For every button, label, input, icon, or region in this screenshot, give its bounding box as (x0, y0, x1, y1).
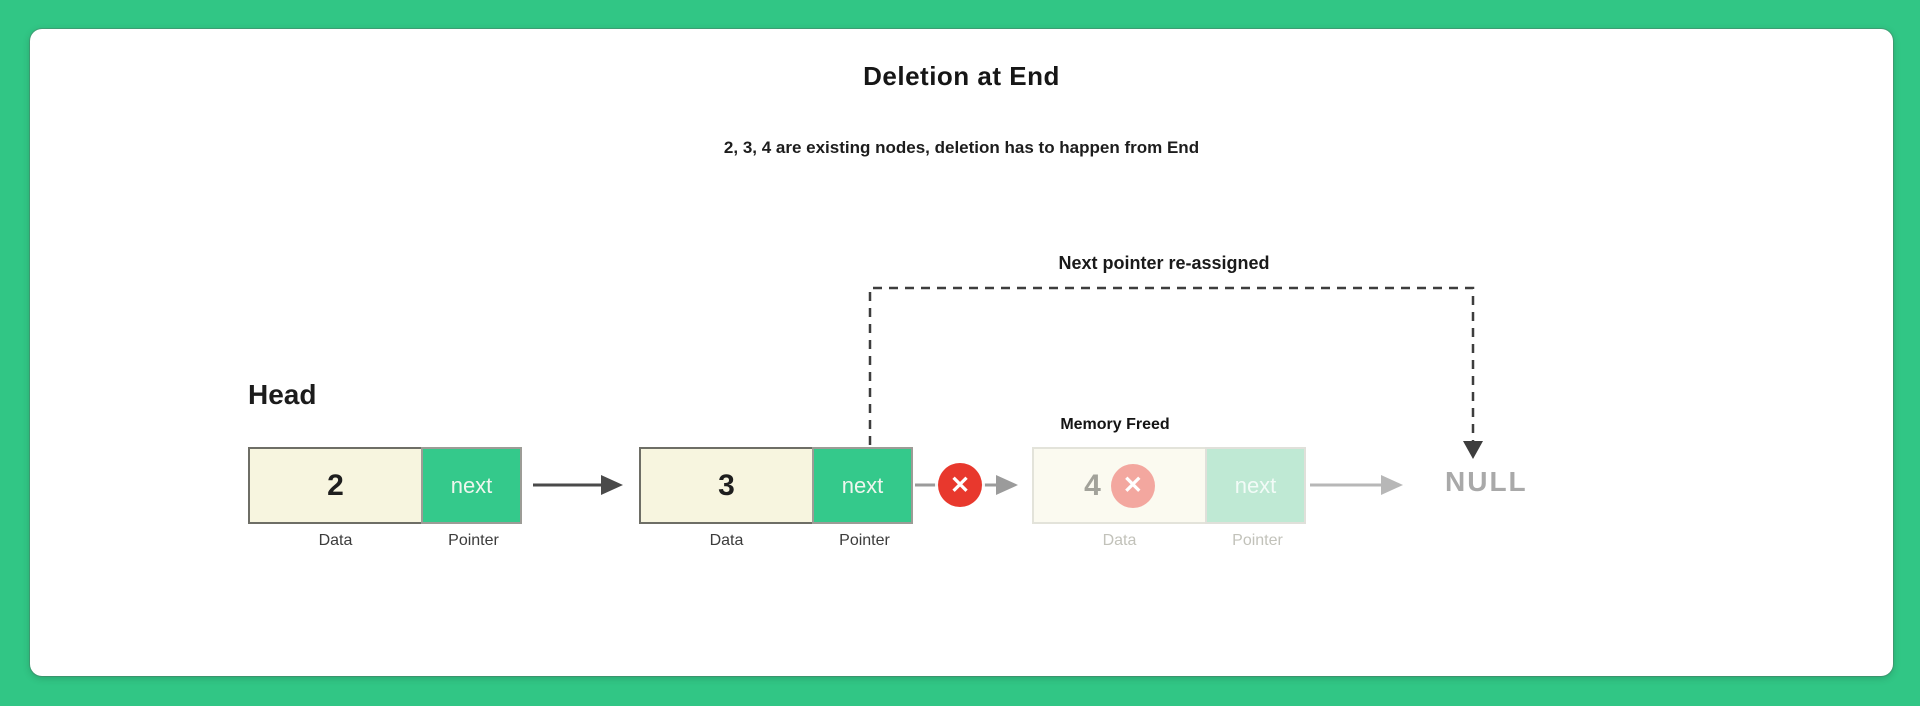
list-node-4-memory-freed: 4 ✕ next Data Pointer (1032, 447, 1308, 550)
page-subtitle: 2, 3, 4 are existing nodes, deletion has… (723, 138, 1200, 157)
data-caption: Data (1102, 532, 1137, 549)
node-data-cell: 4 ✕ (1032, 447, 1207, 524)
data-caption: Data (318, 532, 353, 549)
arrowhead-icon (1463, 441, 1483, 459)
node-data-value: 4 (1084, 468, 1101, 502)
node-pointer-value: next (841, 472, 884, 498)
node-pointer-cell: next (812, 447, 913, 524)
node-data-cell: 2 (248, 447, 423, 524)
null-label: NULL (1445, 466, 1528, 497)
node-captions: Data Pointer (1032, 532, 1308, 550)
node-cells: 2 next (248, 447, 524, 524)
memory-freed-annotation: Memory Freed (1060, 416, 1170, 433)
pointer-caption: Pointer (839, 532, 890, 549)
node-data-value: 3 (718, 468, 735, 502)
reassigned-pointer-dashed-arrow (868, 286, 1483, 459)
node-captions: Data Pointer (248, 532, 524, 550)
arrowhead-icon (996, 475, 1018, 495)
node-data-value: 2 (327, 468, 344, 502)
node-pointer-cell: next (421, 447, 522, 524)
reassign-annotation: Next pointer re-assigned (1058, 253, 1270, 273)
node-pointer-value: next (1234, 472, 1277, 498)
node-cells: 4 ✕ next (1032, 447, 1308, 524)
node-pointer-cell: next (1205, 447, 1306, 524)
node-cells: 3 next (639, 447, 915, 524)
node-data-cell: 3 (639, 447, 814, 524)
arrow-node4-to-null (1310, 475, 1403, 495)
node-captions: Data Pointer (639, 532, 915, 550)
page-title: Deletion at End (863, 61, 1060, 91)
arrowhead-icon (601, 475, 623, 495)
connector-layer (533, 286, 1483, 495)
list-node-3: 3 next Data Pointer (639, 447, 915, 550)
list-node-2: 2 next Data Pointer (248, 447, 524, 550)
arrow-node2-to-node3 (533, 475, 623, 495)
node-pointer-value: next (450, 472, 493, 498)
freed-x-icon: ✕ (1110, 463, 1155, 508)
diagram-card: Deletion at End 2, 3, 4 are existing nod… (30, 29, 1893, 676)
pointer-caption: Pointer (448, 532, 499, 549)
data-caption: Data (709, 532, 744, 549)
arrowhead-icon (1381, 475, 1403, 495)
pointer-caption: Pointer (1232, 532, 1283, 549)
deleted-link-x-icon: ✕ (938, 463, 982, 507)
head-label: Head (248, 379, 317, 410)
